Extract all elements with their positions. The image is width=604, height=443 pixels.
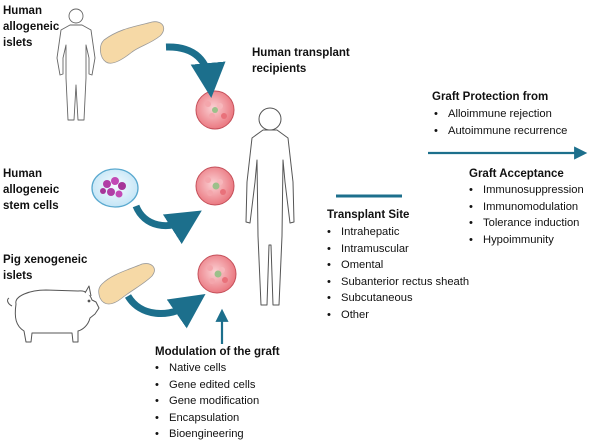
label-line: islets: [3, 37, 33, 49]
pancreas-icon: [100, 21, 165, 64]
list-item: Tolerance induction: [467, 215, 584, 232]
transplant-site-list: Intrahepatic Intramuscular Omental Suban…: [325, 224, 469, 324]
curved-arrow-icon: [165, 43, 226, 98]
label-line: islets: [3, 270, 33, 282]
graft-acceptance-list: Immunosuppression Immunomodulation Toler…: [467, 182, 584, 248]
graft-protection-title: Graft Protection from: [432, 91, 549, 103]
list-item: Immunomodulation: [467, 199, 584, 216]
list-item: Native cells: [153, 360, 259, 377]
curved-arrow-icon: [132, 204, 202, 245]
label-line: stem cells: [3, 200, 59, 212]
list-item: Subcutaneous: [325, 290, 469, 307]
label-line: Human: [3, 5, 42, 17]
islet-cluster-icon: [195, 90, 235, 130]
modulation-title: Modulation of the graft: [155, 346, 280, 358]
graft-protection-list: Alloimmune rejection Autoimmune recurren…: [432, 106, 567, 139]
recipients-label: Human transplant recipients: [252, 45, 350, 77]
list-item: Other: [325, 307, 469, 324]
islet-cluster-icon: [195, 166, 235, 206]
list-item: Intramuscular: [325, 241, 469, 258]
human-allogeneic-stem-cells-label: Human allogeneic stem cells: [3, 166, 59, 214]
label-line: allogeneic: [3, 21, 60, 33]
modulation-list: Native cells Gene edited cells Gene modi…: [153, 360, 259, 443]
label-line: allogeneic: [3, 184, 60, 196]
transplant-site-title: Transplant Site: [327, 209, 410, 221]
stem-cell-dish-icon: [91, 168, 139, 208]
pig-icon: [7, 285, 100, 343]
label-line: recipients: [252, 63, 307, 75]
human-allogeneic-islets-label: Human allogeneic islets: [3, 3, 59, 51]
list-item: Alloimmune rejection: [432, 106, 567, 123]
label-line: Pig xenogeneic: [3, 254, 88, 266]
human-recipient-icon: [245, 107, 295, 306]
curved-arrow-icon: [125, 293, 206, 329]
list-item: Gene modification: [153, 393, 259, 410]
pig-xenogeneic-islets-label: Pig xenogeneic islets: [3, 252, 87, 284]
list-item: Gene edited cells: [153, 377, 259, 394]
list-item: Encapsulation: [153, 410, 259, 427]
list-item: Bioengineering: [153, 426, 259, 443]
human-donor-icon: [56, 8, 96, 121]
list-item: Subanterior rectus sheath: [325, 274, 469, 291]
label-line: Human: [3, 168, 42, 180]
list-item: Hypoimmunity: [467, 232, 584, 249]
list-item: Immunosuppression: [467, 182, 584, 199]
pancreas-icon: [98, 263, 155, 305]
graft-acceptance-title: Graft Acceptance: [469, 168, 564, 180]
label-line: Human transplant: [252, 47, 350, 59]
list-item: Autoimmune recurrence: [432, 123, 567, 140]
islet-cluster-icon: [197, 254, 237, 294]
list-item: Omental: [325, 257, 469, 274]
list-item: Intrahepatic: [325, 224, 469, 241]
